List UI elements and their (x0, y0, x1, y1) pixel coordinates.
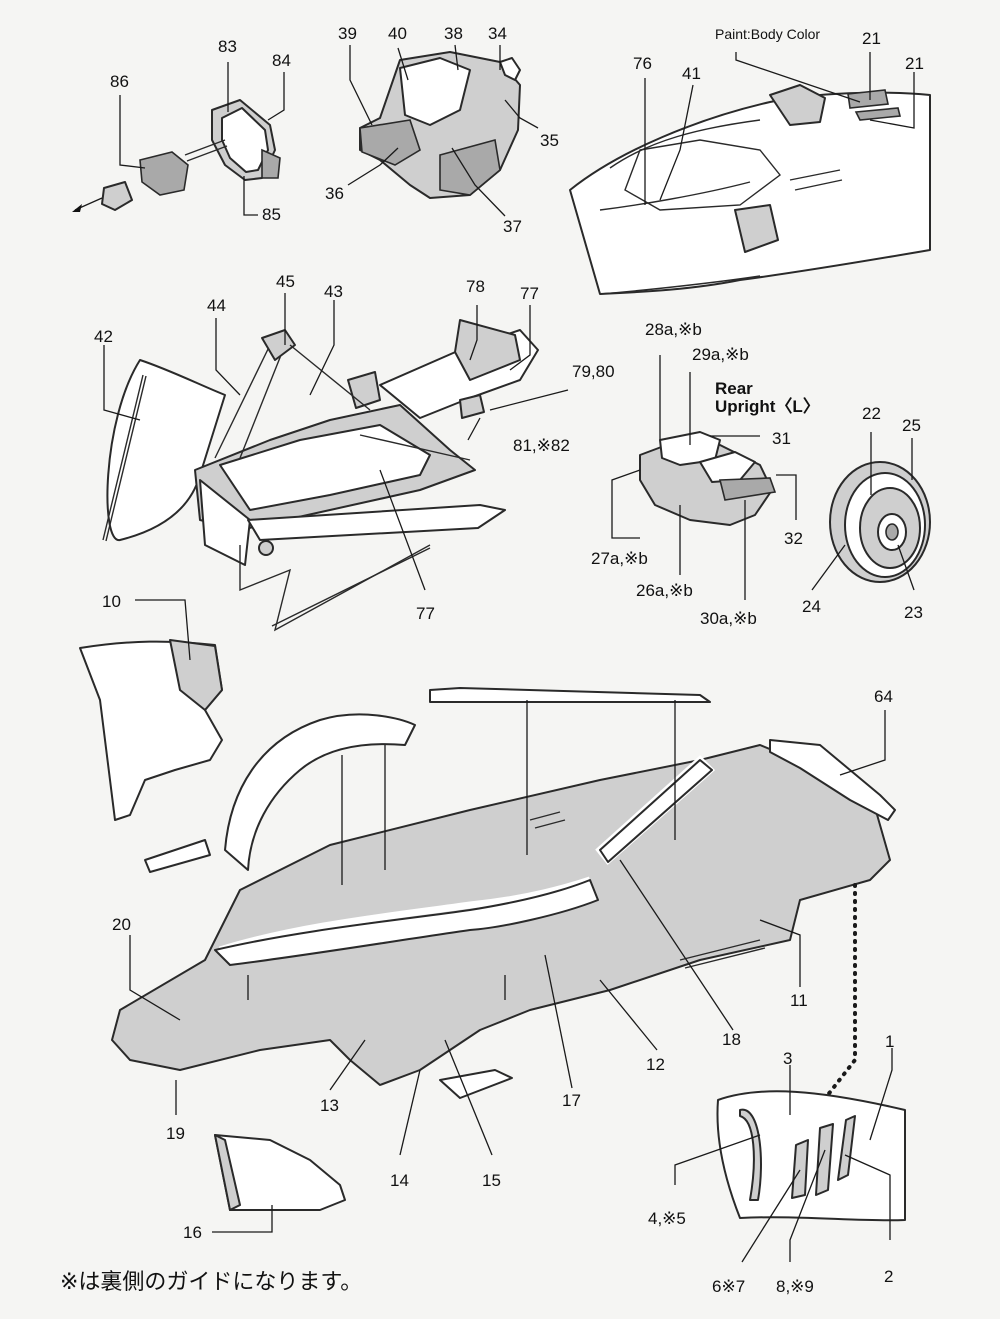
label-31: 31 (772, 429, 791, 448)
rear-suspension-frame (102, 293, 569, 632)
sidepod-10 (79, 599, 223, 821)
label-36: 36 (325, 184, 344, 203)
label-83: 83 (218, 37, 237, 56)
label-35: 35 (540, 131, 559, 150)
label-3: 3 (783, 1049, 793, 1068)
label-26a: 26a,※b (636, 581, 693, 600)
label-21-right: 21 (905, 54, 924, 73)
footer-note: ※は裏側のガイドになります。 (60, 1269, 363, 1294)
label-86: 86 (110, 72, 129, 91)
label-43: 43 (324, 282, 343, 301)
label-13: 13 (320, 1096, 339, 1115)
label-21-top: 21 (862, 29, 881, 48)
label-10: 10 (102, 592, 121, 611)
label-16: 16 (183, 1223, 202, 1242)
label-2: 2 (884, 1267, 894, 1286)
label-77-bottom: 77 (416, 604, 435, 623)
label-4-5: 4,※5 (648, 1209, 686, 1228)
label-28a: 28a,※b (645, 320, 702, 339)
label-15: 15 (482, 1171, 501, 1190)
label-18: 18 (722, 1030, 741, 1049)
label-41: 41 (682, 64, 701, 83)
rear-upright-26-32 (611, 355, 797, 600)
label-44: 44 (207, 296, 226, 315)
label-30a: 30a,※b (700, 609, 757, 628)
part-16 (212, 1134, 346, 1233)
label-22: 22 (862, 404, 881, 423)
barge-board-1-9 (674, 1048, 906, 1263)
paint-note: Paint:Body Color (715, 26, 821, 42)
label-39: 39 (338, 24, 357, 43)
label-77-top: 77 (520, 284, 539, 303)
mount-assembly-83-86 (72, 62, 285, 216)
label-11: 11 (790, 991, 808, 1010)
label-12: 12 (646, 1055, 665, 1074)
seat-assembly-34-40 (347, 44, 539, 217)
label-1: 1 (885, 1032, 895, 1051)
rear-upright-subtitle: Upright〈L〉 (715, 397, 820, 416)
label-23: 23 (904, 603, 923, 622)
label-45: 45 (276, 272, 295, 291)
label-34: 34 (488, 24, 507, 43)
label-78: 78 (466, 277, 485, 296)
wheel-22-25 (811, 432, 931, 591)
label-40: 40 (388, 24, 407, 43)
label-76: 76 (633, 54, 652, 73)
label-24: 24 (802, 597, 821, 616)
label-6-7: 6※7 (712, 1277, 746, 1296)
label-64: 64 (874, 687, 893, 706)
label-27a: 27a,※b (591, 549, 648, 568)
floor-assembly (111, 687, 896, 1156)
label-81-82: 81,※82 (513, 436, 570, 455)
label-19: 19 (166, 1124, 185, 1143)
label-42: 42 (94, 327, 113, 346)
label-29a: 29a,※b (692, 345, 749, 364)
label-17: 17 (562, 1091, 581, 1110)
label-25: 25 (902, 416, 921, 435)
label-38: 38 (444, 24, 463, 43)
label-79-80: 79,80 (572, 362, 615, 381)
label-20: 20 (112, 915, 131, 934)
label-85: 85 (262, 205, 281, 224)
rear-upright-title: Rear (715, 379, 753, 398)
label-37: 37 (503, 217, 522, 236)
body-cockpit (569, 52, 931, 295)
label-32: 32 (784, 529, 803, 548)
label-8-9: 8,※9 (776, 1277, 814, 1296)
label-14: 14 (390, 1171, 409, 1190)
label-84: 84 (272, 51, 291, 70)
